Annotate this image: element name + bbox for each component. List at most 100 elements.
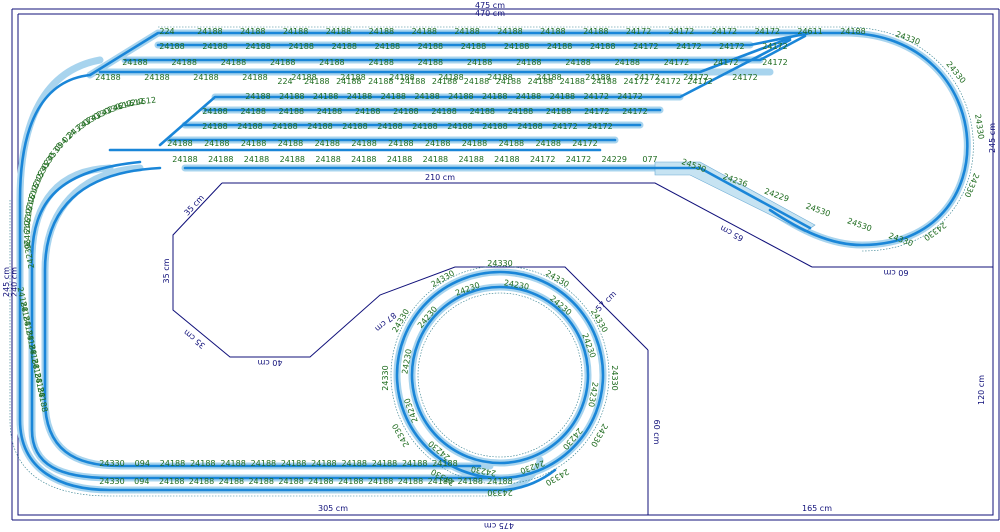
part-label-siding-1: 24188: [590, 42, 615, 51]
part-label-siding-3: 24188: [487, 73, 512, 82]
part-label-top-row: 24188: [540, 27, 565, 36]
part-label-bottom-row-2: 24188: [308, 477, 333, 486]
track-main-line: [183, 166, 812, 230]
part-label-yard2-row-4: 24188: [241, 139, 266, 148]
part-label-siding-3: 24172: [732, 73, 757, 82]
part-label-main-line: 24188: [387, 155, 412, 164]
part-label-yard2-row-2: 24188: [279, 107, 304, 116]
part-label-yard2-row-0: 24188: [336, 77, 361, 86]
part-label-siding-1: 24188: [547, 42, 572, 51]
part-label-left-curve: 24612: [22, 207, 33, 233]
part-label-top-row: 24188: [454, 27, 479, 36]
part-label-yard2-row-4: 24188: [167, 139, 192, 148]
part-label-siding-3: 24188: [438, 73, 463, 82]
part-label-top-row: 24172: [755, 27, 780, 36]
part-label-bottom-row-1: 24330: [99, 459, 124, 468]
part-label-yard2-row-2: 24188: [431, 107, 456, 116]
part-label-loop-inner: 24230: [400, 348, 413, 375]
part-label-bottom-row-1: 24188: [251, 459, 276, 468]
part-label-bottom-row-2: 24188: [278, 477, 303, 486]
part-label-loop-outer: 24330: [381, 365, 390, 390]
part-label-siding-2: 24172: [664, 58, 689, 67]
part-label-top-row: 24188: [497, 27, 522, 36]
part-label-yard2-row-1: 24172: [617, 92, 642, 101]
part-label-yard2-row-4: 24188: [462, 139, 487, 148]
part-label-loop-inner: 24230: [503, 278, 530, 291]
part-label-top-row: 24188: [583, 27, 608, 36]
part-label-yard2-row-1: 24188: [516, 92, 541, 101]
part-label-left-curve: 24612: [23, 220, 32, 246]
part-label-siding-2: 24188: [171, 58, 196, 67]
part-label-siding-3: 24188: [389, 73, 414, 82]
part-label-bottom-row-2: 24330: [99, 477, 124, 486]
part-label-yard2-row-0: 24188: [400, 77, 425, 86]
part-label-yard2-row-4: 24188: [278, 139, 303, 148]
part-label-siding-3: 24188: [340, 73, 365, 82]
part-label-main-line: 24188: [423, 155, 448, 164]
part-label-siding-3: 24188: [536, 73, 561, 82]
part-label-siding-3: 24188: [144, 73, 169, 82]
part-label-yard2-row-3: 24188: [517, 122, 542, 131]
track-siding-3: [98, 36, 792, 74]
part-label-yard2-row-4: 24188: [535, 139, 560, 148]
part-label-bottom-row-2: 24188: [338, 477, 363, 486]
part-label-yard2-row-4: 24172: [572, 139, 597, 148]
part-label-yard2-row-0: 24188: [528, 77, 553, 86]
part-label-main-line: 24172: [566, 155, 591, 164]
part-label-siding-2: 24188: [221, 58, 246, 67]
part-label-yard2-row-4: 24188: [499, 139, 524, 148]
part-label-ramp: 24530: [805, 202, 832, 219]
dim-opening-diag-upper-right: 65 cm: [719, 223, 745, 243]
part-label-siding-2: 24188: [565, 58, 590, 67]
part-label-yard2-row-4: 24188: [351, 139, 376, 148]
part-label-siding-2: 24172: [713, 58, 738, 67]
part-label-ramp: 24530: [846, 216, 873, 233]
part-label-bottom-row-1: 24188: [432, 459, 457, 468]
part-label-main-line: 24188: [351, 155, 376, 164]
part-label-yard2-row-0: 24172: [623, 77, 648, 86]
part-label-bottom-row-2: 24188: [159, 477, 184, 486]
part-label-yard2-row-3: 24188: [272, 122, 297, 131]
part-label-yard2-row-0: 24188: [304, 77, 329, 86]
track-left-middle: [30, 160, 502, 480]
part-label-yard2-row-1: 24188: [414, 92, 439, 101]
part-label-siding-2: 24188: [615, 58, 640, 67]
part-label-bottom-row-2: 24188: [487, 477, 512, 486]
part-label-top-row: 24172: [669, 27, 694, 36]
part-label-top-row: 24188: [369, 27, 394, 36]
dim-right-step: 60 cm: [883, 268, 908, 277]
part-label-yard2-row-3: 24188: [412, 122, 437, 131]
part-label-top-row: 24172: [712, 27, 737, 36]
part-label-siding-3: 24172: [683, 73, 708, 82]
part-label-left-curve: 24612: [130, 95, 156, 107]
part-label-siding-1: 24172: [633, 42, 658, 51]
part-label-yard2-row-2: 24188: [240, 107, 265, 116]
part-label-bottom-row-1: 24188: [372, 459, 397, 468]
part-label-siding-1: 24188: [288, 42, 313, 51]
part-label-yard2-row-2: 24172: [584, 107, 609, 116]
part-label-main-line: 077: [642, 155, 657, 164]
part-label-yard2-row-0: 24188: [560, 77, 585, 86]
part-label-main-line: 24188: [208, 155, 233, 164]
part-label-top-row: 24172: [626, 27, 651, 36]
part-label-yard2-row-3: 24188: [237, 122, 262, 131]
part-label-main-line: 24172: [530, 155, 555, 164]
dim-right-upper: 245 cm: [988, 123, 997, 153]
dim-top-inner: 470 cm: [475, 9, 505, 18]
part-label-yard2-row-3: 24188: [447, 122, 472, 131]
part-label-siding-3: 24172: [634, 73, 659, 82]
part-label-left-curve: 24230: [23, 243, 36, 270]
part-label-bottom-row-2: 24188: [368, 477, 393, 486]
part-label-yard2-row-0: 24188: [464, 77, 489, 86]
part-label-yard2-row-1: 24172: [583, 92, 608, 101]
dim-bottom-right: 165 cm: [802, 504, 832, 513]
part-label-siding-1: 24188: [159, 42, 184, 51]
part-label-yard2-row-3: 24188: [342, 122, 367, 131]
part-label-siding-3: 24188: [95, 73, 120, 82]
dim-right-lower: 120 cm: [977, 375, 986, 405]
part-label-yard2-row-0: 24188: [368, 77, 393, 86]
part-label-bottom-row-1: 24188: [281, 459, 306, 468]
part-label-bottom-row-1: 24188: [402, 459, 427, 468]
part-label-bottom-row-1: 24188: [311, 459, 336, 468]
